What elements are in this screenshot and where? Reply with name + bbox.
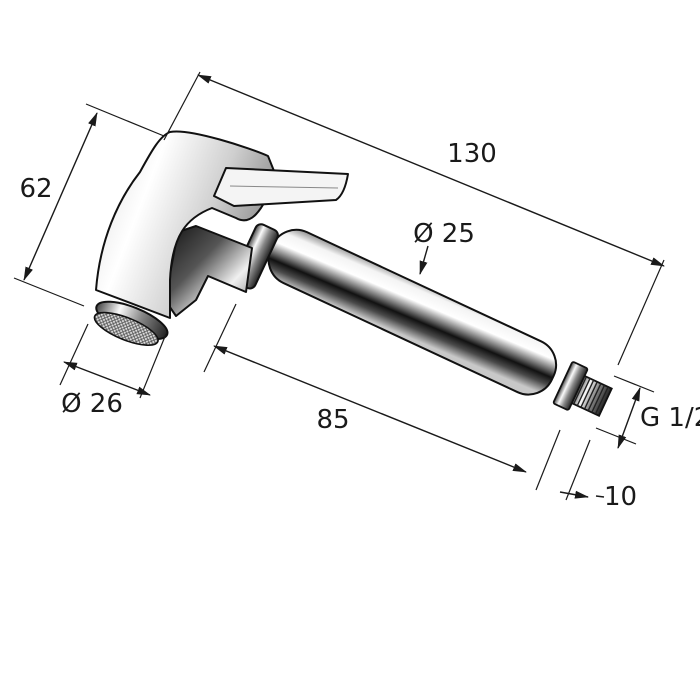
dimension-overall-length: 130 [163,71,665,366]
threaded-connector [552,361,613,417]
dimension-body-diameter: Ø 25 [413,219,475,275]
overall-length-label: 130 [447,139,497,169]
height-label: 62 [19,174,52,204]
dimension-thread: G 1/2 [595,375,700,449]
dimension-tube-length: 85 [203,303,561,491]
nozzle-diameter-label: Ø 26 [61,389,123,419]
dimensions: 130 62 Ø 25 Ø 26 85 [13,71,700,512]
thread-label: G 1/2 [640,403,700,433]
tube-length-label: 85 [316,405,349,435]
dimension-height: 62 [13,103,165,307]
body-diameter-label: Ø 25 [413,219,475,249]
dimension-thread-length: 10 [559,439,637,512]
thread-length-label: 10 [604,482,637,512]
dimension-nozzle-diameter: Ø 26 [59,323,167,419]
nozzle [93,300,169,347]
bidet-shower-illustration [93,130,613,417]
